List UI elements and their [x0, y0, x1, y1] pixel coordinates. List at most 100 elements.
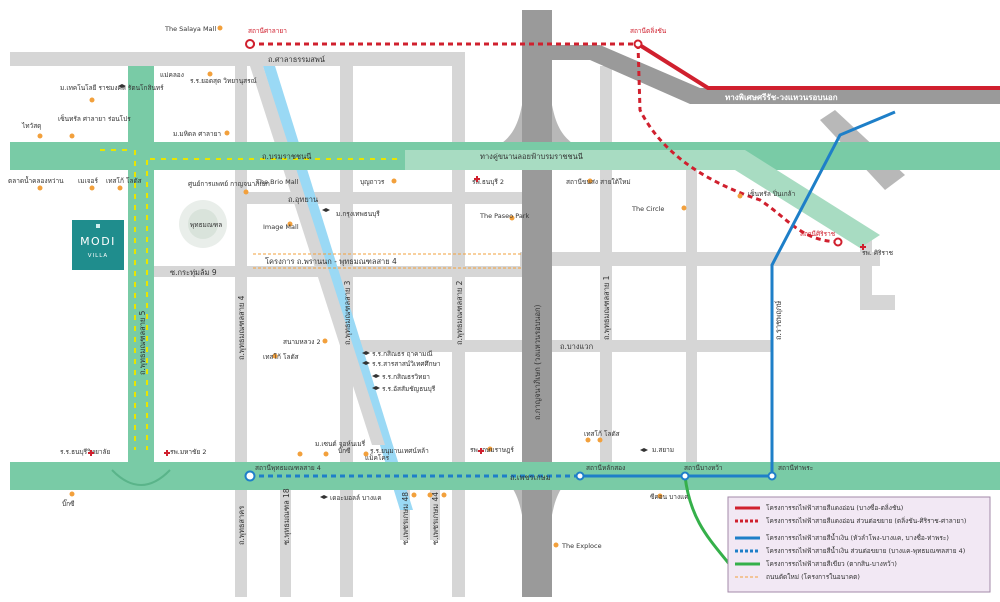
legend-label: โครงการรถไฟฟ้าสายสีแดงอ่อน (บางซื่อ-ตลิ่…: [766, 503, 903, 512]
station-taling-chan-marker[interactable]: [633, 39, 643, 49]
label-tesco-lotus-1: เทสโก้ โลตัส: [106, 177, 142, 185]
label-image-mall: Image Mall: [263, 223, 299, 231]
label-phutthamonthon-park: พุทธมณฑล: [190, 221, 222, 229]
road-east-link: [520, 252, 880, 266]
school-icon: [362, 351, 370, 355]
road-siriraj-loop: [860, 230, 895, 310]
road-labels: ถ.ศาลาธรรมสพน์ ถ.บรมราชชนนี ทางคู่ขนานลอ…: [138, 55, 838, 545]
label-the-brio: The Brio Mall: [255, 178, 299, 186]
label-talat-sai-thai: สถานีขนส่ง สายใต้ใหม่: [566, 178, 631, 186]
road-soi-18: [280, 480, 291, 597]
rail-lines: [250, 42, 1000, 566]
legend-label: โครงการรถไฟฟ้าสายสีเขียว (ตากสิน-บางหว้า…: [766, 560, 897, 568]
road-phutthamonthon-2: [452, 52, 465, 597]
label-the-circle: The Circle: [631, 205, 664, 213]
red-line-siriraj: [636, 43, 839, 244]
label-school-4: ร.ร.อัสสัมชัญธนบุรี: [382, 385, 436, 393]
raised-parallel-road: [405, 150, 880, 248]
label-the-mall-bangkae: เดอะมอลล์ บางแค: [330, 494, 382, 502]
school-icon: [640, 448, 648, 452]
label-soi-44: ซ.เพชรเกษม 44: [431, 492, 440, 545]
label-phutthamonthon-4: ถ.พุทธมณฑลสาย 4: [237, 295, 246, 360]
road-phutthamonthon-4: [235, 52, 247, 597]
station-markers: [244, 39, 843, 482]
hospital-icon: [478, 448, 484, 454]
label-utthayan: ถ.อุทยาน: [288, 195, 318, 204]
label-bang-waek: ถ.บางแวก: [560, 342, 593, 351]
label-station-bang-wa: สถานีบางหว้า: [684, 464, 723, 472]
label-station-siriraj: สถานีศิริราช: [800, 230, 836, 238]
label-sanam-luang-2: สนามหลวง 2: [283, 338, 321, 346]
logo-name: MODI: [80, 235, 116, 248]
road-ratchaphruek-minor: [686, 170, 697, 470]
label-phutthamonthon-2: ถ.พุทธมณฑลสาย 2: [455, 280, 464, 345]
label-phetkasem: ถ.เพชรเกษม: [510, 473, 551, 482]
station-lak-song-marker[interactable]: [575, 471, 585, 481]
poi-labels: The Salaya Mall ม.เทคโนโลยี ราชมงคล รัตน…: [8, 25, 894, 550]
label-kanchanaphisek: ถ.กาญจนาภิเษก (วงแหวนรอบนอก): [533, 304, 542, 420]
station-labels: สถานีศาลายา สถานีตลิ่งชัน สถานีศิริราช ส…: [248, 26, 836, 472]
hospital-icon: [860, 244, 866, 250]
legend-label: โครงการรถไฟฟ้าสายสีแดงอ่อน ส่วนต่อขยาย (…: [766, 516, 966, 525]
label-bunthavorn: บุญถาวร: [360, 178, 385, 186]
hospital-icon: [164, 450, 170, 456]
label-ratchaphruek: ถ.ราชพฤกษ์: [774, 301, 783, 340]
label-central-salaya: เซ็นทรัล ศาลายา ร่อนโปร: [58, 114, 131, 123]
label-mahidol-salaya: ม.มหิดล ศาลายา: [173, 130, 221, 138]
hospital-icon: [88, 450, 94, 456]
road-bang-waek: [353, 340, 773, 352]
label-ramintra-2: รพ.มหาชัย 2: [170, 448, 206, 456]
station-phutthamonthon-4-marker[interactable]: [244, 470, 256, 482]
label-mahidol-tech: ม.เทคโนโลยี ราชมงคล รัตนโกสินทร์: [60, 84, 164, 92]
label-tesco-lotus-2: เทสโก้ โลตัส: [263, 353, 299, 361]
school-icon: [372, 374, 380, 378]
label-central-pinklao: เซ็นทรัล ปิ่นเกล้า: [748, 189, 796, 198]
station-siriraj-marker[interactable]: [833, 237, 843, 247]
legend-item: โครงการรถไฟฟ้าสายสีน้ำเงิน (หัวลำโพง-บาง…: [735, 533, 949, 542]
poi-dots: [37, 25, 743, 548]
hospital-icon: [474, 176, 480, 182]
label-station-phutthamonthon-4: สถานีพุทธมณฑลสาย 4: [255, 464, 321, 472]
school-icon: [362, 361, 370, 365]
label-tesco-bangkae: เทสโก้ โลตัส: [584, 430, 620, 438]
minor-roads: [10, 52, 895, 597]
legend-label: โครงการรถไฟฟ้าสายสีน้ำเงิน ส่วนต่อขยาย (…: [766, 546, 965, 555]
legend-item: โครงการรถไฟฟ้าสายสีเขียว (ตากสิน-บางหว้า…: [735, 560, 897, 568]
station-tha-phra-marker[interactable]: [767, 471, 777, 481]
label-school-1: ร.ร.กสิณธร ฤาคามณี: [372, 350, 432, 358]
legend-label: ถนนตัดใหม่ (โครงการในอนาคต): [766, 573, 860, 581]
label-raised-road: ทางคู่ขนานลอยฟ้าบรมราชชนนี: [480, 152, 583, 161]
label-school-2: ร.ร.สารสาสน์วิเทศศึกษา: [372, 360, 441, 368]
label-seacon-bangkae: ซีคอน บางแค: [650, 493, 689, 501]
school-icon: [320, 495, 328, 499]
legend-item: โครงการรถไฟฟ้าสายสีน้ำเงิน ส่วนต่อขยาย (…: [735, 546, 965, 555]
green-line: [683, 475, 732, 566]
label-station-tha-phra: สถานีท่าพระ: [778, 464, 813, 472]
label-project-road: โครงการ ถ.พรานนก - พุทธมณฑลสาย 4: [265, 257, 397, 266]
school-icon: [118, 84, 126, 88]
kanchanaphisek-highway: [490, 10, 584, 597]
label-petch-market: ร.ร.ธนบุรีวิทยาลัย: [60, 448, 111, 456]
label-station-taling-chan: สถานีตลิ่งชัน: [630, 26, 667, 35]
hospital-icons: [88, 176, 866, 456]
label-salaya-mall: The Salaya Mall: [164, 25, 216, 33]
label-yothin-burana: ร.ร.ยอดสุด วิทยานุสรณ์: [190, 77, 257, 85]
label-phutthamonthon-5: ถ.พุทธมณฑลสาย 5: [138, 310, 147, 375]
label-phutthamonthon-1: ถ.พุทธมณฑลสาย 1: [602, 275, 611, 340]
label-station-lak-song: สถานีหลักสอง: [586, 464, 625, 472]
label-mahidol-phet: รพ.เกษมราษฎร์: [470, 446, 514, 454]
label-the-paseo: The Paseo Park: [479, 212, 529, 220]
label-talat-nam-khlong: ตลาดน้ำคลองหว่าน: [8, 176, 64, 185]
label-borommaratchachonnani: ถ.บรมราชชนนี: [262, 152, 311, 161]
legend: โครงการรถไฟฟ้าสายสีแดงอ่อน (บางซื่อ-ตลิ่…: [727, 496, 991, 593]
label-siam-tech: ม.สยาม: [652, 446, 674, 454]
station-bang-wa-marker[interactable]: [680, 471, 690, 481]
label-max-value: แม็คโคร: [365, 453, 390, 462]
legend-item: ถนนตัดใหม่ (โครงการในอนาคต): [735, 573, 860, 581]
label-station-salaya: สถานีศาลายา: [248, 27, 287, 35]
school-icon: [372, 386, 380, 390]
station-salaya-marker[interactable]: [245, 39, 255, 49]
label-school-3: ร.ร.กสิณธรวิทยา: [382, 373, 430, 381]
phutthamonthon-5-arc: [111, 469, 171, 486]
label-nakhon-thon-univ: ม.กรุงเทพธนบุรี: [336, 210, 380, 218]
